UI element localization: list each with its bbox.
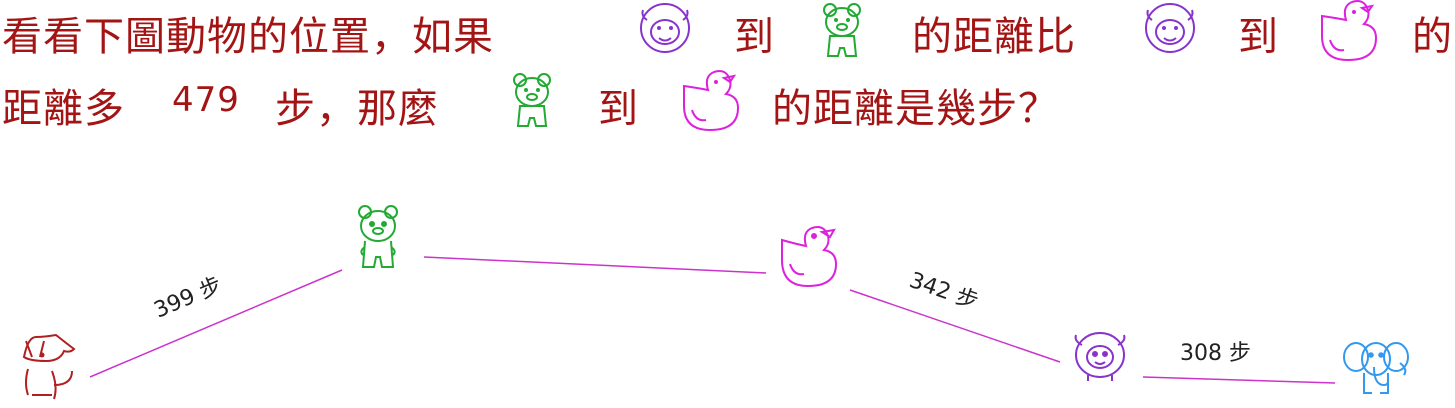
edge-sheep-elephant bbox=[1142, 376, 1336, 384]
question-text: 的 bbox=[1412, 14, 1453, 60]
question-text: 的距離是幾步？ bbox=[772, 86, 1059, 132]
edge-duck-sheep bbox=[849, 289, 1061, 363]
question-text: 到 bbox=[598, 86, 639, 132]
bear-icon bbox=[358, 205, 398, 268]
question-text: 看看下圖動物的位置，如果 bbox=[2, 14, 494, 60]
duck-icon bbox=[781, 226, 838, 288]
question-text: 到 bbox=[734, 14, 775, 60]
elephant-icon bbox=[1343, 342, 1409, 394]
question-line-1: 看看下圖動物的位置，如果 到 的距離比 到 的 bbox=[0, 0, 1455, 60]
edge-bear-duck bbox=[423, 256, 767, 274]
question-text: 到 bbox=[1238, 14, 1279, 60]
edge-label-sheep-elephant: 308 步 bbox=[1180, 341, 1251, 366]
question-number: 479 bbox=[172, 80, 240, 120]
fox-icon bbox=[22, 333, 76, 400]
question-text: 距離多 bbox=[2, 86, 125, 132]
sheep-icon bbox=[1074, 332, 1126, 381]
question-text: 步，那麼 bbox=[275, 86, 439, 132]
question-text: 的距離比 bbox=[912, 14, 1076, 60]
edge-label-duck-sheep: 342 步 bbox=[906, 268, 981, 315]
edge-fox-bear bbox=[89, 269, 343, 378]
edge-label-fox-bear: 399 步 bbox=[151, 273, 226, 324]
question-line-2: 距離多 479 步，那麼 到 的距離是幾步？ bbox=[0, 72, 1455, 132]
